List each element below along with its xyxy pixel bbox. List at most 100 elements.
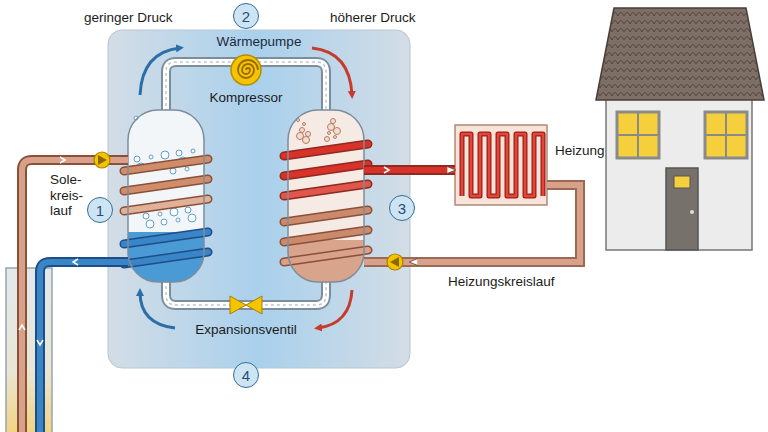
pump-symbol [94,152,110,168]
condenser-tank [303,123,306,126]
pump-symbol [387,254,403,270]
condenser-tank [297,119,341,144]
brine-pipe [60,157,65,163]
condenser-tank [334,136,337,139]
condenser-tank [303,137,310,144]
heat-pump-housing: Wärmepumpe [108,30,410,368]
callout-number: 4 [242,368,250,383]
evaporator-tank [120,110,212,292]
evaporator-tank [176,150,182,156]
flow-arrow [312,48,352,95]
evaporator-tank [128,232,204,282]
heating-pipe [364,167,410,262]
pipe-fill [410,185,580,262]
evaporator-tank [161,219,167,225]
condenser-tank [334,128,341,135]
evaporator-tank [149,155,153,159]
condenser-tank [284,184,368,196]
house [596,8,764,100]
condenser-tank [300,128,305,133]
evaporator-tank [170,168,176,174]
condenser-tank [284,164,368,176]
house [705,112,747,158]
radiator-symbol [462,134,543,196]
evaporator-tank [124,232,208,244]
pump-symbol [390,257,399,267]
heat-pump-housing [108,30,410,368]
evaporator-tank [124,199,208,211]
radiator-label: Heizung [555,143,647,158]
ground-probe [6,268,52,432]
heat-pump-housing [108,30,410,368]
condenser-tank [284,210,368,222]
condenser-tank [284,184,368,196]
radiator-box: Heizung [455,125,547,205]
compressor-symbol [231,55,261,85]
brine-pipe [22,160,128,432]
condenser-tank [284,250,368,262]
condenser-tank [284,144,368,156]
evaporator-tank [185,167,189,171]
evaporator-tank [170,208,178,216]
ground-probe [6,268,52,432]
flow-arrow [318,290,352,328]
evaporator-tank [124,159,208,171]
component-label: Kompressor [210,90,283,106]
expansion-valve-symbol [230,296,246,314]
pump-symbol [387,254,403,270]
compressor-symbol [231,55,261,85]
condenser-tank [284,230,368,242]
condenser-tank [328,132,331,135]
house [606,98,752,250]
pipe-outline [410,185,580,262]
callout-circle: 4 [233,362,259,388]
condenser-tank [284,250,368,262]
evaporator-tank [124,159,208,264]
pump-symbol [94,152,110,168]
circuit-label: Sole- kreis- lauf [50,172,83,219]
pump-symbol [98,155,107,165]
evaporator-tank [134,156,140,162]
condenser-tank [284,144,368,156]
pressure-label: höherer Druck [330,10,416,26]
callout-number: 2 [242,9,250,24]
condenser-tank [280,110,372,292]
callout-number: 1 [96,203,104,218]
evaporator-tank [124,232,208,244]
radiator-symbol [455,125,547,205]
house [705,112,747,158]
house [617,112,659,158]
flow-arrow [140,292,175,328]
house [690,210,694,214]
heating-pipe [364,165,410,175]
brine-pipe [40,262,128,432]
evaporator-tank [124,252,208,264]
condenser-tank [306,132,311,137]
brine-pipe [19,325,25,330]
circuit-label: Heizungskreislauf [448,274,555,290]
expansion-valve-symbol [230,296,262,314]
condenser-tank [284,230,368,242]
house [617,112,659,158]
evaporator-tank [188,214,196,222]
condenser-tank [284,210,368,222]
house [666,168,698,250]
evaporator-tank [185,207,191,213]
condenser-tank [288,110,364,282]
compressor-symbol [238,60,258,78]
evaporator-tank [124,179,208,191]
refrigerant-pipe [166,280,326,305]
radiator-symbol [462,134,543,196]
evaporator-tank [128,110,204,282]
refrigerant-pipe [166,280,326,305]
evaporator-tank [158,212,162,216]
brine-pipe [22,160,128,432]
evaporator-tank [124,199,208,211]
condenser-tank [284,164,368,176]
heating-pipe [384,167,389,173]
condenser-tank [331,119,336,124]
callout-circle: 3 [389,195,415,221]
